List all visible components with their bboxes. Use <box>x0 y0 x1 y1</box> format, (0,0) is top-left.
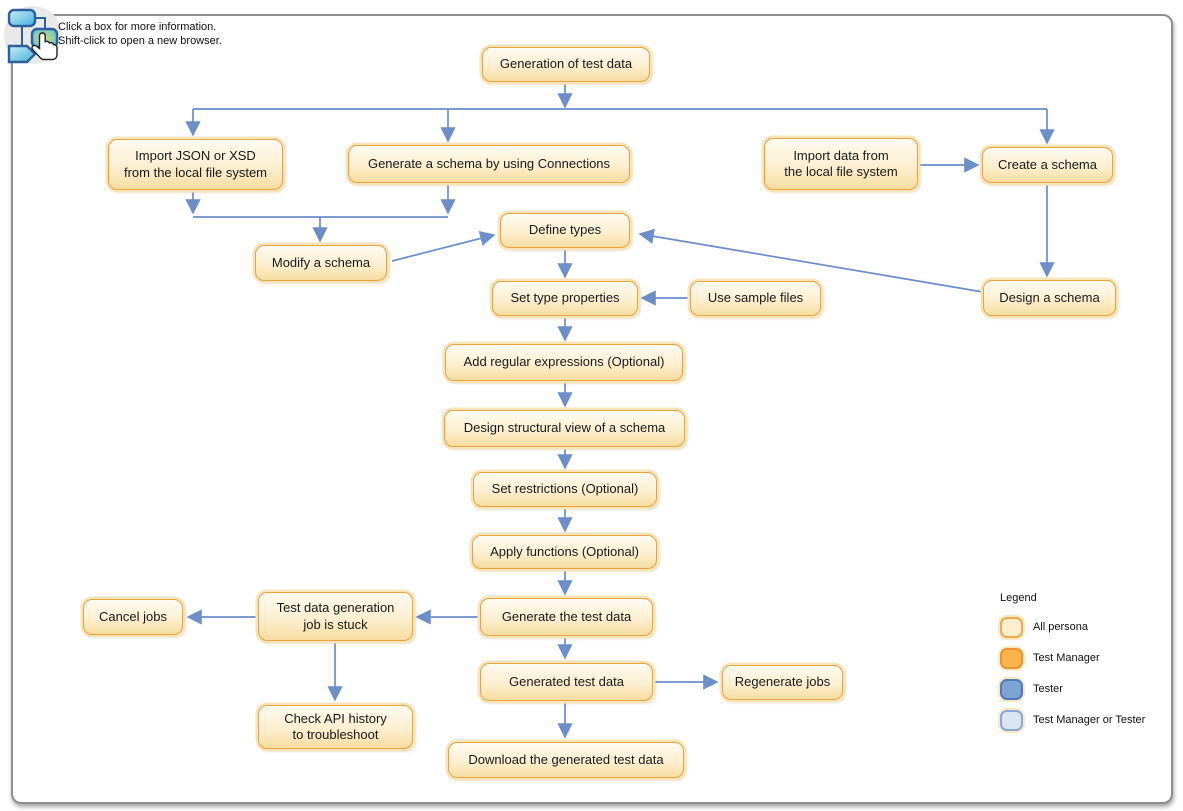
flow-node-download-generated-test-data[interactable]: Download the generated test data <box>448 742 684 778</box>
flow-node-modify-a-schema[interactable]: Modify a schema <box>255 245 387 281</box>
legend-label: Test Manager or Tester <box>1033 714 1146 726</box>
legend-swatch-test-manager <box>1000 647 1023 669</box>
hand-cursor-icon <box>31 32 58 61</box>
flow-node-set-restrictions[interactable]: Set restrictions (Optional) <box>473 472 657 507</box>
legend-label: Tester <box>1033 683 1063 695</box>
flow-node-design-a-schema[interactable]: Design a schema <box>983 280 1116 316</box>
flow-node-set-type-properties[interactable]: Set type properties <box>492 281 638 316</box>
legend-item-test-manager-or-tester: Test Manager or Tester <box>1000 709 1145 731</box>
legend: Legend All persona Test Manager Tester T… <box>1000 592 1145 740</box>
flow-node-regenerate-jobs[interactable]: Regenerate jobs <box>722 665 843 700</box>
flow-node-generated-test-data[interactable]: Generated test data <box>480 663 653 701</box>
legend-item-test-manager: Test Manager <box>1000 647 1145 669</box>
flow-node-use-sample-files[interactable]: Use sample files <box>690 281 821 316</box>
flow-node-create-a-schema[interactable]: Create a schema <box>982 147 1113 183</box>
legend-swatch-all-persona <box>1000 616 1023 638</box>
flow-node-import-json-or-xsd[interactable]: Import JSON or XSD from the local file s… <box>108 139 283 190</box>
flow-node-generate-schema-connections[interactable]: Generate a schema by using Connections <box>348 145 630 183</box>
flow-node-import-data-local[interactable]: Import data from the local file system <box>764 138 918 190</box>
legend-item-all-persona: All persona <box>1000 616 1145 638</box>
legend-title: Legend <box>1000 592 1037 604</box>
banner-line2: Shift-click to open a new browser. <box>58 35 222 47</box>
legend-swatch-test-manager-or-tester <box>1000 709 1023 731</box>
banner-line1: Click a box for more information. <box>58 21 217 33</box>
legend-label: All persona <box>1033 621 1089 633</box>
icon-pentagon <box>7 44 37 64</box>
legend-label: Test Manager <box>1033 652 1100 664</box>
flow-node-generate-the-test-data[interactable]: Generate the test data <box>480 598 653 636</box>
flow-node-check-api-history[interactable]: Check API history to troubleshoot <box>258 705 413 749</box>
flow-node-generation-of-test-data[interactable]: Generation of test data <box>482 47 650 82</box>
flow-node-design-structural-view[interactable]: Design structural view of a schema <box>444 410 685 447</box>
legend-item-tester: Tester <box>1000 678 1145 700</box>
flow-node-add-regular-expressions[interactable]: Add regular expressions (Optional) <box>445 344 683 381</box>
icon-box <box>7 8 37 28</box>
legend-swatch-tester <box>1000 678 1023 700</box>
clickable-flowchart-hand-icon <box>4 6 62 64</box>
icon-connector-line <box>35 17 46 29</box>
flow-node-define-types[interactable]: Define types <box>500 213 630 248</box>
flow-node-job-is-stuck[interactable]: Test data generation job is stuck <box>258 592 413 641</box>
flow-node-apply-functions[interactable]: Apply functions (Optional) <box>472 535 657 569</box>
flow-node-cancel-jobs[interactable]: Cancel jobs <box>83 599 183 635</box>
banner-instructions: Click a box for more information. Shift-… <box>58 20 222 48</box>
